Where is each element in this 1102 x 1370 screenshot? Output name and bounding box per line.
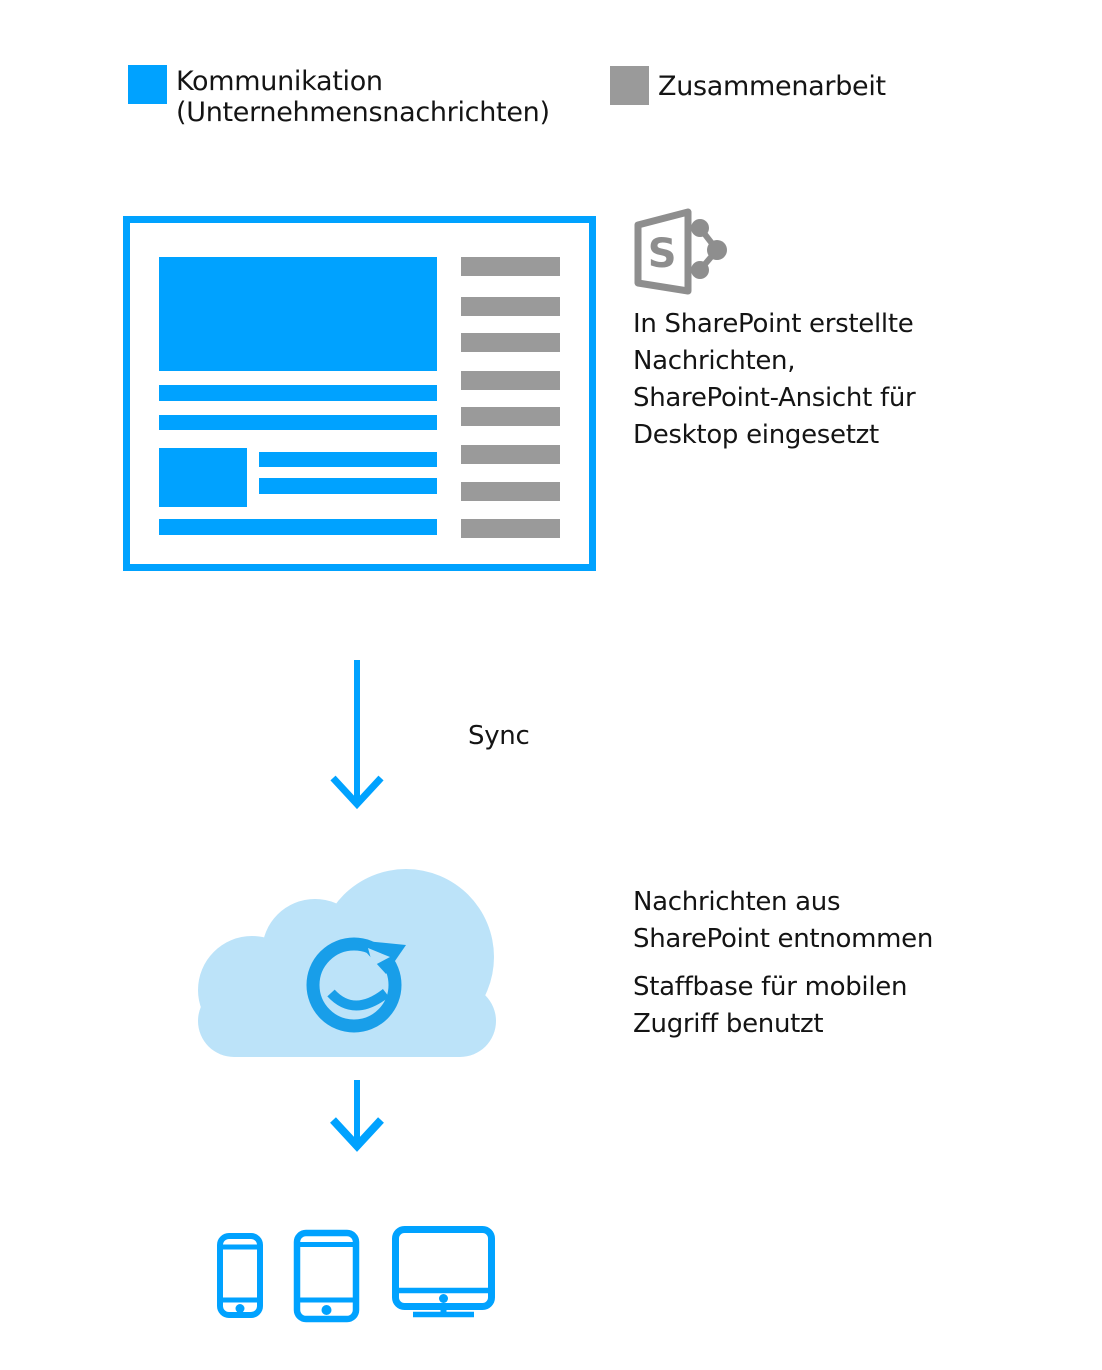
caption-line: Nachrichten aus bbox=[633, 887, 841, 917]
caption-paragraph: Staffbase für mobilen Zugriff benutzt bbox=[633, 969, 933, 1043]
wireframe-text-bar bbox=[259, 478, 437, 494]
wireframe-sidebar-bar bbox=[461, 445, 560, 464]
wireframe-sidebar-bar bbox=[461, 519, 560, 538]
sharepoint-letter: S bbox=[648, 231, 677, 277]
sync-label: Sync bbox=[468, 721, 530, 751]
wireframe-sidebar-bar bbox=[461, 333, 560, 352]
caption-line: Desktop eingesetzt bbox=[633, 420, 879, 450]
arrow-down-icon bbox=[330, 1080, 384, 1152]
sharepoint-page-wireframe bbox=[123, 216, 596, 571]
wireframe-thumbnail-block bbox=[159, 448, 247, 507]
wireframe-text-bar bbox=[159, 415, 437, 430]
collaboration-swatch bbox=[610, 66, 649, 105]
smartphone-icon bbox=[217, 1233, 263, 1318]
legend-communication-line1: Kommunikation bbox=[176, 66, 383, 97]
wireframe-text-bar bbox=[259, 452, 437, 467]
caption-line: SharePoint entnommen bbox=[633, 924, 934, 954]
staffbase-cloud-icon bbox=[198, 869, 496, 1057]
wireframe-sidebar-bar bbox=[461, 482, 560, 501]
wireframe-text-bar bbox=[159, 519, 437, 535]
wireframe-sidebar-bar bbox=[461, 407, 560, 426]
caption-line: In SharePoint erstellte bbox=[633, 309, 914, 339]
tablet-icon bbox=[293, 1229, 360, 1323]
caption-line: SharePoint-Ansicht für bbox=[633, 383, 916, 413]
caption-line: Nachrichten, bbox=[633, 346, 796, 376]
staffbase-caption: Nachrichten aus SharePoint entnommen Sta… bbox=[633, 884, 933, 1043]
wireframe-sidebar-bar bbox=[461, 257, 560, 276]
wireframe-sidebar-bar bbox=[461, 371, 560, 390]
wireframe-sidebar-bar bbox=[461, 297, 560, 316]
caption-line: Staffbase für mobilen bbox=[633, 972, 908, 1002]
wireframe-hero-block bbox=[159, 257, 437, 371]
sharepoint-caption: In SharePoint erstellte Nachrichten, Sha… bbox=[633, 306, 916, 454]
staffbase-logo-icon bbox=[306, 937, 406, 1033]
legend-item-collaboration: Zusammenarbeit bbox=[658, 71, 886, 102]
caption-line: Zugriff benutzt bbox=[633, 1009, 824, 1039]
legend-communication-line2: (Unternehmensnachrichten) bbox=[176, 97, 550, 128]
desktop-monitor-icon bbox=[392, 1226, 495, 1318]
caption-paragraph: Nachrichten aus SharePoint entnommen bbox=[633, 884, 933, 958]
legend-item-communication: Kommunikation (Unternehmensnachrichten) bbox=[176, 66, 550, 128]
sharepoint-icon: S bbox=[634, 208, 727, 295]
wireframe-text-bar bbox=[159, 385, 437, 401]
arrow-down-icon bbox=[330, 660, 384, 810]
communication-swatch bbox=[128, 65, 167, 104]
